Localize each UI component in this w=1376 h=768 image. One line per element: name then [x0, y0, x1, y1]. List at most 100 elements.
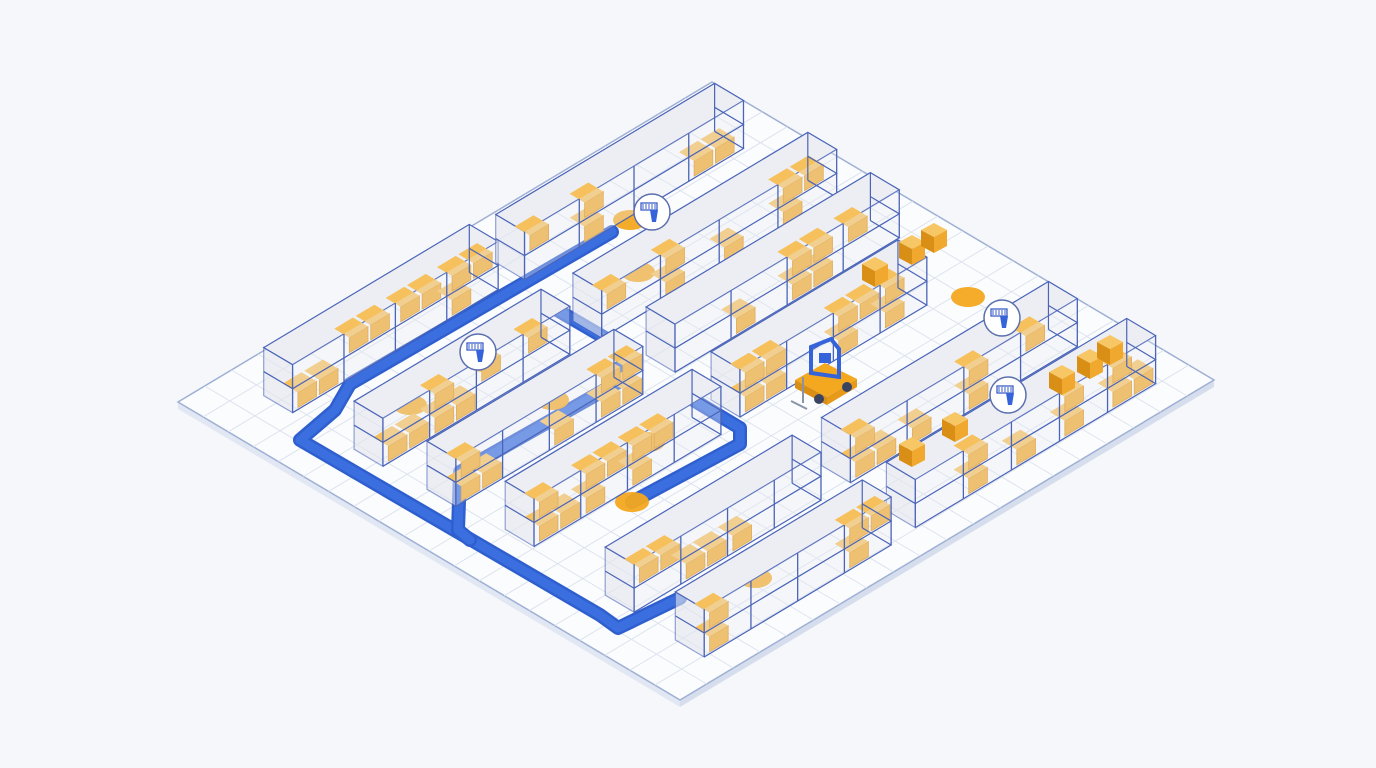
shelf-tier [710, 375, 741, 394]
barcode-scanner-icon [983, 299, 1021, 337]
floor-edge [680, 380, 1214, 707]
box-stack [899, 235, 925, 265]
shelf-base [292, 271, 500, 414]
route-segment [627, 393, 745, 507]
box-top [513, 318, 548, 339]
scanner-handle [476, 350, 484, 362]
box-top [1049, 365, 1075, 379]
box-top [823, 296, 858, 317]
box-side [1097, 342, 1110, 365]
shelf-rack [644, 171, 901, 374]
forklift-wheel [842, 382, 852, 392]
box-top [845, 283, 879, 305]
shelf-tier [495, 238, 525, 257]
box-top [1001, 429, 1036, 450]
box-stack [942, 412, 968, 442]
box-top [586, 358, 621, 379]
box-top [897, 408, 932, 429]
box-top [679, 140, 713, 162]
box-side [899, 242, 912, 265]
box-front [1062, 372, 1075, 395]
shelf-tier [821, 440, 851, 460]
box-front [955, 419, 968, 442]
box-top [954, 350, 988, 371]
route-segment [295, 227, 685, 633]
box-top [730, 352, 764, 373]
box-side [1049, 372, 1062, 395]
box-side [1077, 356, 1090, 379]
shelf-tier [263, 371, 293, 390]
shelf-rack [262, 223, 500, 414]
box-top [692, 531, 727, 552]
shelf-tier [353, 424, 384, 443]
barcode-scanner-icon [633, 193, 671, 231]
box-top [539, 410, 574, 431]
box-top [592, 441, 627, 462]
box-top [768, 168, 802, 189]
box-top [650, 238, 685, 259]
box-top [607, 345, 642, 366]
shelf-base [674, 220, 901, 373]
forklift-cab [809, 336, 841, 380]
shelf-base [914, 365, 1157, 529]
shelf-rack [494, 82, 745, 281]
box-top [571, 454, 605, 475]
box-top [569, 182, 604, 203]
box-top [419, 374, 454, 395]
box-top [856, 495, 890, 516]
box-side [899, 444, 912, 467]
box-top [458, 243, 493, 264]
grid-line [478, 260, 1014, 582]
box-top [921, 223, 947, 237]
box-front [912, 444, 925, 467]
box-stack [862, 257, 888, 287]
box-top [617, 426, 652, 447]
box-top [385, 286, 420, 307]
box-top [355, 304, 390, 325]
box-stack [1077, 349, 1103, 379]
barcode-scanner-icon [989, 376, 1027, 414]
box-top [394, 413, 429, 434]
box-front [875, 264, 888, 287]
shelf-tier [572, 296, 603, 315]
shelf-rack [674, 479, 893, 659]
grid-line [654, 364, 1190, 686]
barcode [990, 308, 1008, 317]
box-side [942, 419, 955, 442]
box-top [834, 508, 869, 529]
shelf-tier [675, 615, 705, 634]
shelf-rack [504, 368, 723, 548]
scanner-handle [650, 210, 658, 222]
grid-line [504, 275, 1039, 597]
shelf-tier [426, 464, 457, 483]
box-top [437, 255, 471, 277]
box-top [1097, 335, 1123, 349]
box-top [751, 339, 786, 361]
box-top [407, 273, 441, 295]
scanner-handle [1006, 393, 1014, 405]
box-top [777, 240, 812, 261]
barcode [640, 202, 658, 211]
box-top [953, 434, 988, 455]
box-stack [921, 223, 947, 253]
box-top [1010, 316, 1045, 337]
shelf-rack [571, 131, 838, 340]
scanner-handle [1000, 316, 1008, 328]
overlay-icons [459, 193, 1123, 467]
box-top [639, 413, 673, 434]
barcode [466, 342, 484, 351]
shelf-rack [425, 328, 644, 508]
box-top [899, 235, 925, 249]
shelf-base [533, 416, 723, 548]
box-top [592, 273, 626, 294]
box-top [700, 128, 735, 149]
box-front [912, 242, 925, 265]
floor-edge [178, 402, 680, 707]
pick-location-marker [615, 492, 649, 512]
forklift-seat [819, 353, 831, 363]
box-top [798, 227, 833, 248]
box-side [921, 230, 934, 253]
box-top [862, 257, 888, 271]
shelf-tier [604, 570, 635, 589]
